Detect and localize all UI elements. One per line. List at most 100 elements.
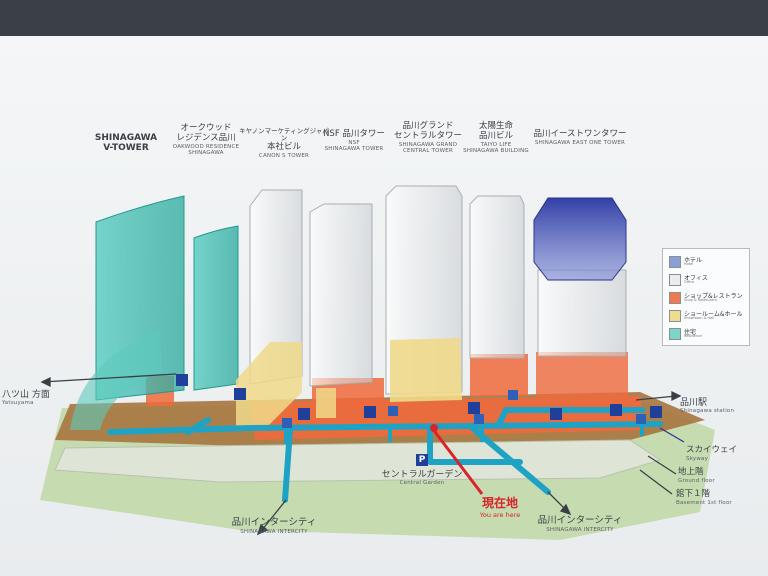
legend-swatch-residence [669, 328, 681, 340]
grand-central-showroom [390, 338, 462, 402]
arrow-ground [647, 455, 677, 475]
shop-block-east [536, 352, 628, 398]
direction-shinagawa-station: 品川駅 Shinagawa station [680, 398, 746, 415]
legend-swatch-office [669, 274, 681, 286]
oakwood-jp1: オークウッド [180, 123, 232, 133]
label-grand-central: 品川グランド セントラルタワー SHINAGAWA GRAND CENTRAL … [388, 121, 468, 154]
walkway-left-down [282, 427, 293, 503]
walkway-pillars [284, 424, 644, 444]
east-one-hotel [533, 197, 627, 281]
legend-sub-hotel: Hotel [684, 262, 694, 266]
legend-label-office: オフィス [684, 275, 708, 282]
taiyo-jp2: 品川ビル [478, 130, 513, 141]
legend-swatch-showroom [669, 310, 681, 322]
you-are-here: 現在地 You are here [462, 494, 538, 519]
label-v-tower: SHINAGAWA V-TOWER [86, 133, 166, 154]
arrow-shinagawa-station [635, 395, 677, 401]
direction-yatsuyama: 八ツ山 方面 Yatsuyama [2, 390, 62, 407]
elevator-icons [282, 390, 646, 428]
v-tower-line1: SHINAGAWA [94, 133, 158, 143]
canon-jp1: キヤノンマーケティングジャパン [239, 127, 329, 143]
nsf-jp: NSF 品川タワー [323, 129, 385, 139]
you-are-here-dot [430, 424, 438, 432]
ground-floor-en: Ground floor [678, 477, 715, 484]
arrow-yatsuyama [41, 373, 177, 383]
walkway-west [185, 417, 211, 435]
you-are-here-line [430, 427, 484, 495]
label-canon: キヤノンマーケティングジャパン 本社ビル CANON S TOWER [238, 127, 330, 159]
nsf-hall [316, 388, 336, 418]
basement-jp: 館下１階 [676, 489, 711, 499]
walkway-center-down [427, 423, 523, 465]
taiyo-en1: TAIYO LIFE [480, 141, 512, 148]
legend-item-hotel: ホテル Hotel [669, 255, 747, 269]
grand-central-jp2: セントラルタワー [393, 130, 462, 141]
intercity-right-jp: 品川インターシティ [537, 515, 623, 526]
legend-sub-residence: Residence [684, 334, 702, 338]
legend-label-residence: 住宅 [684, 329, 697, 336]
escalator-icons [176, 374, 662, 420]
walkway-main [107, 421, 663, 435]
east-one-en: SHINAGAWA EAST ONE TOWER [534, 139, 626, 146]
v-tower [95, 195, 185, 401]
shinagawa-station-jp: 品川駅 [680, 398, 708, 408]
intercity-left-en: SHINAGAWA INTERCITY [240, 528, 308, 535]
label-east-one: 品川イーストワンタワー SHINAGAWA EAST ONE TOWER [526, 129, 634, 146]
nsf-en2: SHINAGAWA TOWER [324, 146, 384, 153]
v-tower-arc [70, 330, 162, 430]
shinagawa-station-en: Shinagawa station [680, 408, 735, 415]
skyway-jp: スカイウェイ [686, 445, 738, 455]
oakwood-en: OAKWOOD RESIDENCE SHINAGAWA [172, 143, 240, 156]
walkway-connector [495, 407, 645, 429]
direction-basement: 館下１階 Basement 1st floor [676, 489, 748, 506]
central-garden-en: Central Garden [399, 480, 445, 487]
canon-en: CANON S TOWER [258, 152, 310, 159]
oakwood-tower [193, 225, 239, 391]
legend-item-office: オフィス Office [669, 273, 747, 287]
wall [0, 0, 768, 40]
nsf-en1: NSF [348, 139, 360, 146]
grand-central-en1: SHINAGAWA GRAND [398, 141, 458, 148]
parking-label: P [418, 455, 426, 465]
ground-floor-jp: 地上階 [678, 467, 704, 477]
legend-label-shop: ショップ&レストラン [684, 293, 743, 300]
canon-showroom [236, 342, 302, 428]
label-oakwood: オークウッド レジデンス品川 OAKWOOD RESIDENCE SHINAGA… [160, 123, 252, 156]
direction-intercity-right: 品川インターシティ SHINAGAWA INTERCITY [528, 515, 632, 533]
legend-label-showroom: ショールーム&ホール [684, 311, 743, 318]
central-garden: セントラルガーデン Central Garden [370, 470, 474, 487]
legend-swatch-shop [669, 292, 681, 304]
lower-plaza [54, 439, 662, 483]
canon-jp2: 本社ビル [266, 141, 301, 152]
you-are-here-en: You are here [479, 511, 521, 519]
intercity-left-jp: 品川インターシティ [231, 517, 317, 528]
direction-skyway: スカイウェイ Skyway [686, 445, 752, 462]
label-nsf: NSF 品川タワー NSF SHINAGAWA TOWER [318, 129, 390, 153]
grand-central-en2: CENTRAL TOWER [403, 147, 453, 154]
yatsuyama-jp: 八ツ山 方面 [2, 390, 50, 400]
legend-sub-showroom: Showroom & Hall [684, 316, 715, 320]
taiyo-jp1: 太陽生命 [478, 121, 513, 131]
legend-item-residence: 住宅 Residence [669, 327, 747, 341]
arrow-intercity-right [547, 491, 567, 511]
direction-intercity-left: 品川インターシティ SHINAGAWA INTERCITY [224, 517, 324, 535]
grand-central-jp1: 品川グランド [402, 121, 454, 131]
intercity-right-en: SHINAGAWA INTERCITY [546, 526, 614, 533]
nsf-tower [309, 203, 373, 387]
legend: ホテル Hotel オフィス Office ショップ&レストラン Shop & … [662, 248, 750, 346]
legend-item-shop: ショップ&レストラン Shop & Restaurant [669, 291, 747, 305]
oakwood-jp2: レジデンス品川 [176, 132, 236, 143]
v-tower-line2: V-TOWER [103, 143, 149, 154]
basement-en: Basement 1st floor [676, 499, 732, 506]
east-one-tower [537, 269, 627, 357]
legend-label-hotel: ホテル [684, 257, 703, 264]
skyway-en: Skyway [686, 455, 709, 462]
label-taiyo-life: 太陽生命 品川ビル TAIYO LIFE SHINAGAWA BUILDING [456, 121, 536, 154]
direction-arrows [40, 373, 685, 536]
arrow-basement [639, 469, 673, 495]
canon-tower [249, 189, 303, 385]
arrow-intercity-left [261, 499, 287, 531]
east-one-jp: 品川イーストワンタワー [533, 129, 627, 139]
